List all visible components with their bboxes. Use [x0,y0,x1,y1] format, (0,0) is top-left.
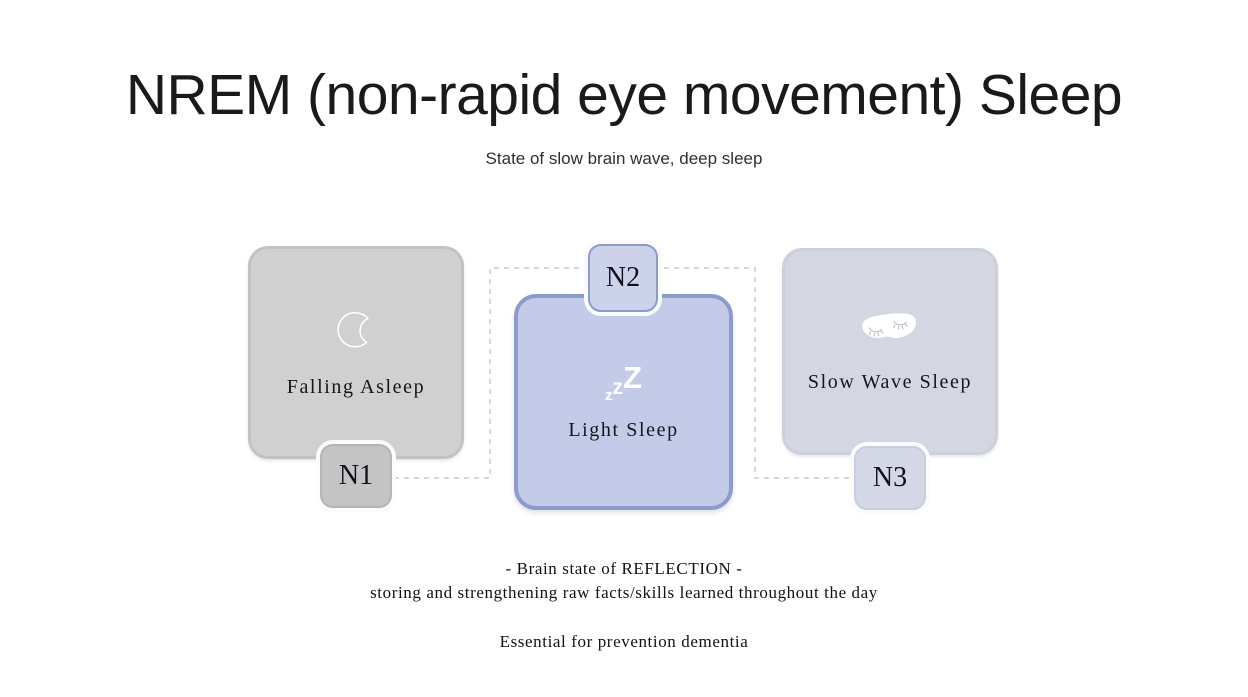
footer-line-dementia: Essential for prevention dementia [499,632,749,651]
zzz-icon: z z Z [605,362,642,403]
stage-badge-n2[interactable]: N2 [588,244,658,312]
stage-card-label-n1: Falling Asleep [286,375,426,398]
stage-badge-n3[interactable]: N3 [854,446,926,510]
stage-card-n2[interactable]: z z Z Light Sleep [514,294,733,510]
stage-card-n3[interactable]: Slow Wave Sleep [782,248,998,455]
footer-line-reflection: - Brain state of REFLECTION - [505,559,743,578]
zzz-icon-z-medium: z [612,376,624,399]
stage-card-n1[interactable]: Falling Asleep [248,246,464,459]
stage-badge-n1[interactable]: N1 [320,444,392,508]
zzz-icon-z-small: z [605,387,613,404]
footer-line-storing: storing and strengthening raw facts/skil… [370,583,878,602]
stage-card-label-n2: Light Sleep [568,419,679,441]
stage-card-label-n3: Slow Wave Sleep [807,370,973,393]
crescent-moon-icon [332,307,380,360]
sleep-mask-icon [857,310,923,355]
zzz-icon-z-large: Z [623,360,642,395]
page-subtitle: State of slow brain wave, deep sleep [485,149,763,168]
page-title: NREM (non-rapid eye movement) Sleep [125,63,1123,127]
